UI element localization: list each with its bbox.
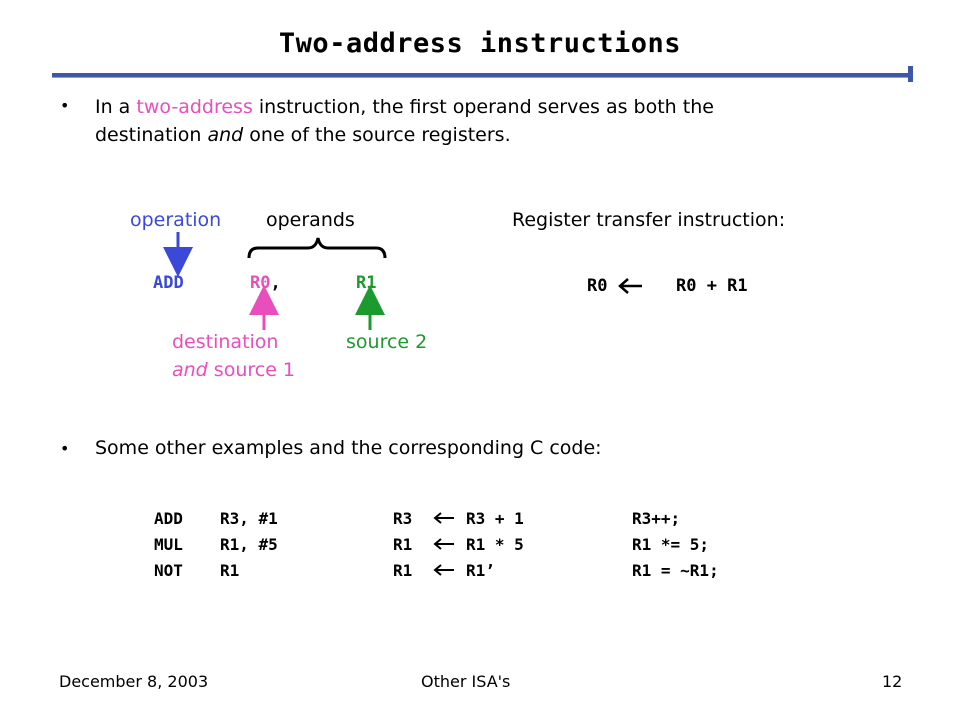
example-rt-rhs-1: R1 * 5 (466, 535, 524, 554)
rt-heading: Register transfer instruction: (512, 209, 786, 231)
operands-label: operands (266, 209, 355, 231)
rt-lhs: R0 (587, 276, 608, 296)
left-arrow-icon (433, 564, 454, 576)
bullet-1-line2-em: and (207, 124, 244, 146)
dest-label-rest: source 1 (207, 359, 296, 381)
example-c-1: R1 *= 5; (632, 535, 710, 554)
example-op-1: MUL (154, 535, 183, 554)
page-number: 12 (882, 672, 903, 691)
rt-rhs: R0 + R1 (676, 276, 748, 296)
dest-label-em: and (172, 359, 208, 381)
bullet-1-line-2: destination and one of the source regist… (95, 121, 511, 149)
mnemonic: ADD (153, 273, 184, 293)
slide-title: Two-address instructions (278, 28, 682, 59)
left-arrow-icon (433, 538, 454, 550)
bullet-1-highlight: two-address (136, 96, 253, 118)
example-args-1: R1, #5 (220, 535, 278, 554)
bullet-dot-2: • (60, 439, 70, 458)
bullet-1-line2-after: one of the source registers. (243, 124, 511, 146)
dest-label-line-1: destination (172, 331, 279, 353)
example-c-0: R3++; (632, 509, 681, 528)
bullet-1-after: instruction, the first operand serves as… (252, 96, 714, 118)
dest-reg: R0 (250, 273, 271, 293)
bullet-1-line-1: In a two-address instruction, the first … (95, 93, 714, 121)
example-rt-lhs-0: R3 (393, 509, 413, 528)
example-rt-rhs-0: R3 + 1 (466, 509, 524, 528)
title-rule-cap (908, 66, 913, 82)
example-args-2: R1 (220, 561, 240, 580)
example-c-2: R1 = ~R1; (632, 561, 719, 580)
comma: , (270, 273, 281, 293)
example-rt-rhs-2: R1’ (466, 561, 495, 580)
left-arrow-icon (433, 512, 454, 524)
footer-title: Other ISA's (421, 672, 511, 691)
dest-reg-wrap: R0, (250, 273, 281, 293)
example-args-0: R3, #1 (220, 509, 278, 528)
example-op-2: NOT (154, 561, 183, 580)
rt-left-arrow-icon (618, 278, 642, 294)
bullet-dot-1: • (60, 96, 70, 115)
src-label: source 2 (346, 331, 428, 353)
bullet-2: Some other examples and the correspondin… (95, 437, 602, 459)
example-rt-lhs-1: R1 (393, 535, 413, 554)
dest-label-line-2: and source 1 (172, 356, 295, 384)
example-rt-lhs-2: R1 (393, 561, 413, 580)
bullet-1-line2-before: destination (95, 124, 208, 146)
src-reg: R1 (356, 273, 377, 293)
example-op-0: ADD (154, 509, 183, 528)
operation-label: operation (130, 209, 222, 231)
bullet-1-before: In a (95, 96, 137, 118)
operands-brace (247, 237, 387, 259)
footer-date: December 8, 2003 (59, 672, 209, 691)
title-rule-bar (52, 73, 912, 78)
